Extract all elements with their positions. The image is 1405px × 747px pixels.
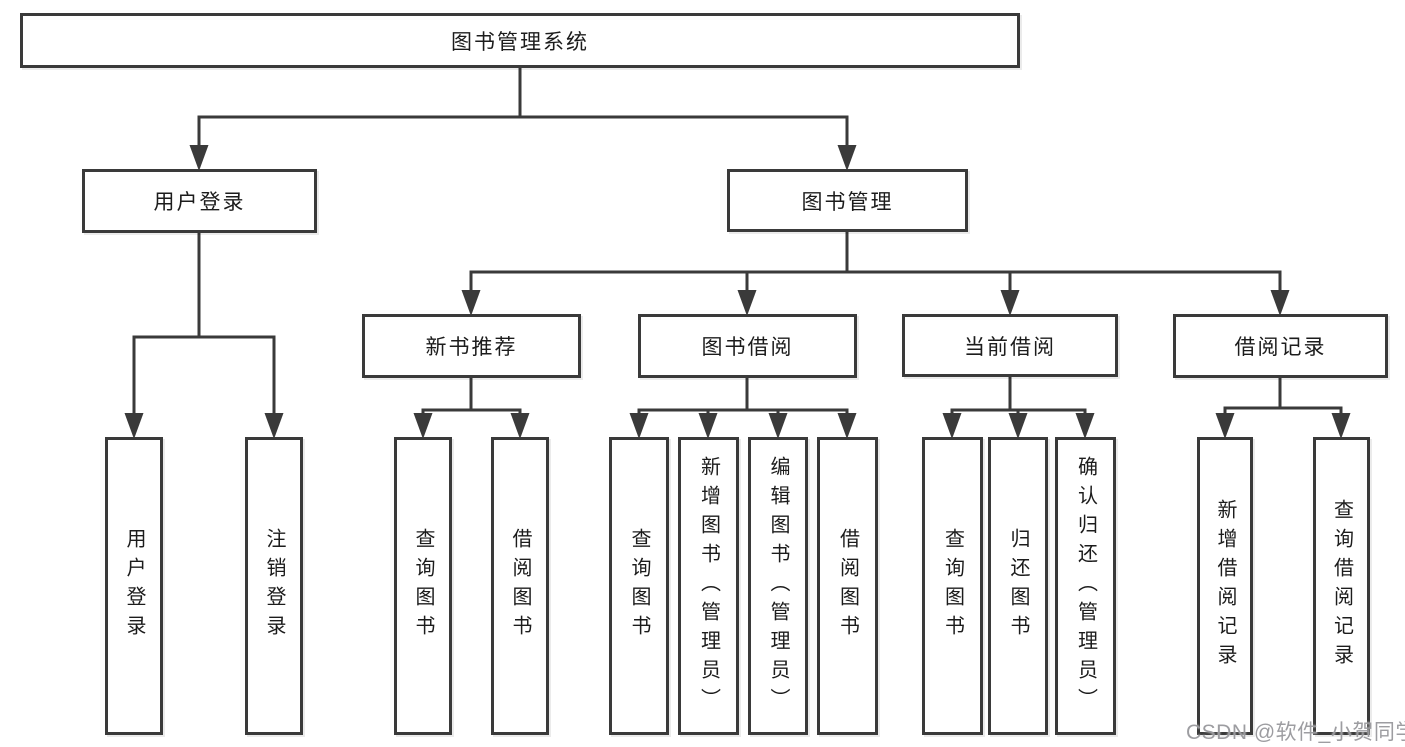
node-label: 查询图书 (412, 528, 434, 644)
node-label: 借阅图书 (509, 528, 531, 644)
node-label: 图书管理 (801, 190, 894, 214)
leaf-edit-book-admin: 编辑图书（管理员） (748, 437, 808, 735)
leaf-query-book-current: 查询图书 (922, 437, 983, 735)
node-label: 借阅记录 (1234, 336, 1327, 359)
node-book-management: 图书管理 (727, 169, 968, 232)
node-label: 查询图书 (941, 528, 964, 644)
node-book-borrow: 图书借阅 (638, 314, 857, 378)
leaf-query-book-recommend: 查询图书 (394, 437, 452, 735)
leaf-add-book-admin: 新增图书（管理员） (678, 437, 739, 735)
leaf-confirm-return-admin: 确认归还（管理员） (1055, 437, 1116, 735)
node-new-book-recommend: 新书推荐 (362, 314, 581, 378)
node-label: 新书推荐 (425, 336, 518, 359)
arrowheads (124, 145, 1351, 439)
leaf-user-login: 用户登录 (105, 437, 163, 735)
node-label: 注销登录 (263, 528, 285, 644)
leaf-borrow-book-recommend: 借阅图书 (491, 437, 549, 735)
node-current-borrow: 当前借阅 (902, 314, 1118, 377)
leaf-add-borrow-record: 新增借阅记录 (1197, 437, 1253, 735)
leaf-return-book: 归还图书 (988, 437, 1048, 735)
node-label: 图书管理系统 (451, 30, 589, 54)
node-user-login: 用户登录 (82, 169, 317, 233)
csdn-watermark: CSDN @软件_小贺同学 (1186, 721, 1405, 744)
node-borrow-records: 借阅记录 (1173, 314, 1388, 378)
node-library-system: 图书管理系统 (20, 13, 1020, 68)
node-label: 用户登录 (153, 191, 246, 214)
node-label: 借阅图书 (836, 528, 859, 644)
leaf-borrow-book: 借阅图书 (817, 437, 878, 735)
node-label: 查询图书 (628, 528, 650, 644)
node-label: 新增借阅记录 (1214, 499, 1236, 673)
leaf-logout-login: 注销登录 (245, 437, 303, 735)
node-label: 编辑图书（管理员） (767, 455, 789, 717)
node-label: 用户登录 (123, 528, 145, 644)
leaf-query-book-borrow: 查询图书 (609, 437, 669, 735)
node-label: 查询借阅记录 (1330, 499, 1353, 673)
node-label: 新增图书（管理员） (697, 455, 720, 717)
node-label: 图书借阅 (701, 336, 794, 359)
leaf-query-borrow-record: 查询借阅记录 (1313, 437, 1370, 735)
node-label: 归还图书 (1007, 528, 1029, 644)
node-label: 确认归还（管理员） (1074, 455, 1097, 717)
node-label: 当前借阅 (964, 335, 1056, 359)
